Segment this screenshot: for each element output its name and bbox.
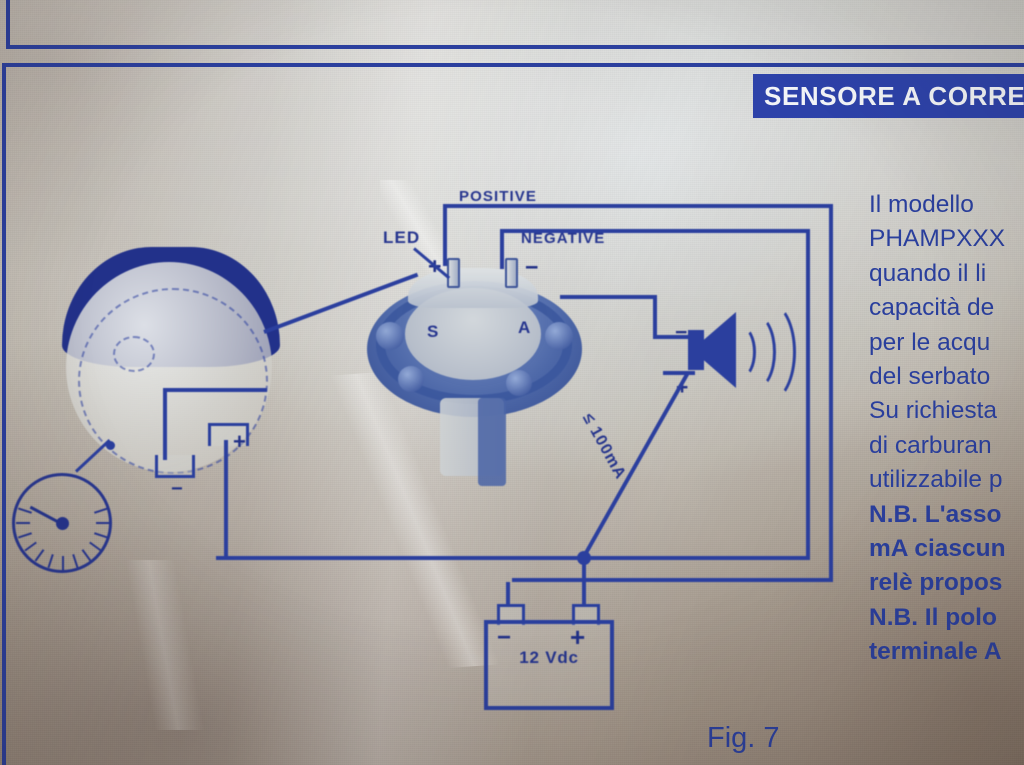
- battery-voltage-label: 12 Vdc: [519, 648, 579, 667]
- buzzer-sound-arc: [744, 302, 796, 402]
- sensor-lug: [398, 366, 424, 392]
- battery-negative-terminal-clip: [497, 604, 525, 625]
- positive-bus-top: [443, 204, 833, 208]
- section-banner-title: SENSORE A CORRE: [764, 81, 1024, 111]
- speaker-negative-lead: [653, 335, 695, 339]
- copy-line: capacità de: [869, 294, 995, 322]
- wire-junction-dot: [577, 551, 591, 565]
- body-copy-column: Il modello PHAMPXXX quando il li capacit…: [869, 188, 1024, 669]
- copy-line: del serbato: [869, 362, 991, 390]
- sensor-terminal-s-label: S: [427, 322, 440, 341]
- tank-positive-terminal-clip: [208, 423, 249, 446]
- tank-negative-wire-horizontal: [163, 388, 267, 392]
- copy-line-bold: relè propos: [869, 569, 1003, 597]
- positive-bus-bottom: [512, 578, 833, 582]
- gauge-leader-dot: [106, 441, 115, 450]
- copy-line-bold: mA ciascun: [869, 534, 1006, 562]
- tank-positive-sign: +: [233, 429, 246, 454]
- section-banner: SENSORE A CORRE: [753, 74, 1024, 118]
- copy-line: quando il li: [869, 259, 987, 287]
- negative-bus-bottom: [216, 556, 810, 560]
- led-label: LED: [383, 228, 421, 247]
- battery-negative-wire: [506, 582, 510, 606]
- copy-line: di carburan: [869, 431, 992, 459]
- dial-tick: [62, 523, 64, 570]
- tank-negative-terminal-clip: [155, 455, 195, 478]
- positive-bus-right: [829, 204, 833, 578]
- battery-positive-sign: +: [570, 622, 586, 652]
- figure-caption: Fig. 7: [707, 722, 780, 754]
- upper-box-left-rule: [6, 0, 10, 48]
- sensor-terminal-a-label: A: [518, 318, 532, 337]
- upper-box-bottom-rule: [6, 45, 1024, 49]
- sensor-a-lead-drop: [653, 295, 657, 339]
- tank-positive-wire-vertical: [224, 440, 228, 558]
- battery-positive-wire: [582, 562, 586, 606]
- copy-line: utilizzabile p: [869, 466, 1003, 494]
- battery-negative-sign: −: [497, 624, 512, 651]
- tank-negative-wire-vertical: [163, 388, 167, 460]
- copy-line-bold: N.B. L'asso: [869, 500, 1002, 528]
- copy-line: PHAMPXXX: [869, 225, 1006, 253]
- sensor-negative-post: [505, 258, 518, 288]
- battery-positive-terminal-clip: [572, 604, 600, 625]
- sensor-negative-sign: −: [525, 254, 539, 280]
- speaker-positive-lead: [663, 371, 695, 375]
- tank-negative-sign: −: [171, 478, 183, 500]
- sensor-lug: [506, 370, 532, 396]
- negative-bus-right: [806, 229, 810, 560]
- copy-line: per le acqu: [869, 328, 991, 356]
- negative-bus-left: [500, 229, 504, 269]
- battery-12vdc: [484, 620, 614, 710]
- sensor-a-lead: [560, 295, 657, 299]
- negative-label: NEGATIVE: [521, 230, 606, 247]
- dial-hub: [55, 516, 69, 530]
- positive-bus-left: [443, 204, 447, 266]
- positive-label: POSITIVE: [459, 188, 537, 205]
- buzzer-negative-sign: −: [675, 321, 688, 344]
- tank-sender-port: [113, 336, 155, 372]
- copy-line-bold: N.B. Il polo: [869, 603, 997, 631]
- gauge-dial: [12, 473, 112, 573]
- copy-line-bold: terminale A: [869, 638, 1002, 666]
- sensor-positive-post: [447, 258, 460, 288]
- main-box-top-rule: [2, 63, 1024, 67]
- copy-line: Il modello: [869, 191, 974, 218]
- copy-line: Su richiesta: [869, 397, 998, 425]
- negative-bus-top: [500, 229, 810, 233]
- sensor-lug: [545, 322, 573, 350]
- main-box-left-rule: [2, 63, 6, 765]
- sensor-lug: [376, 322, 404, 350]
- tank-sender-outline: [78, 288, 268, 474]
- level-sensor-probe: [478, 398, 506, 486]
